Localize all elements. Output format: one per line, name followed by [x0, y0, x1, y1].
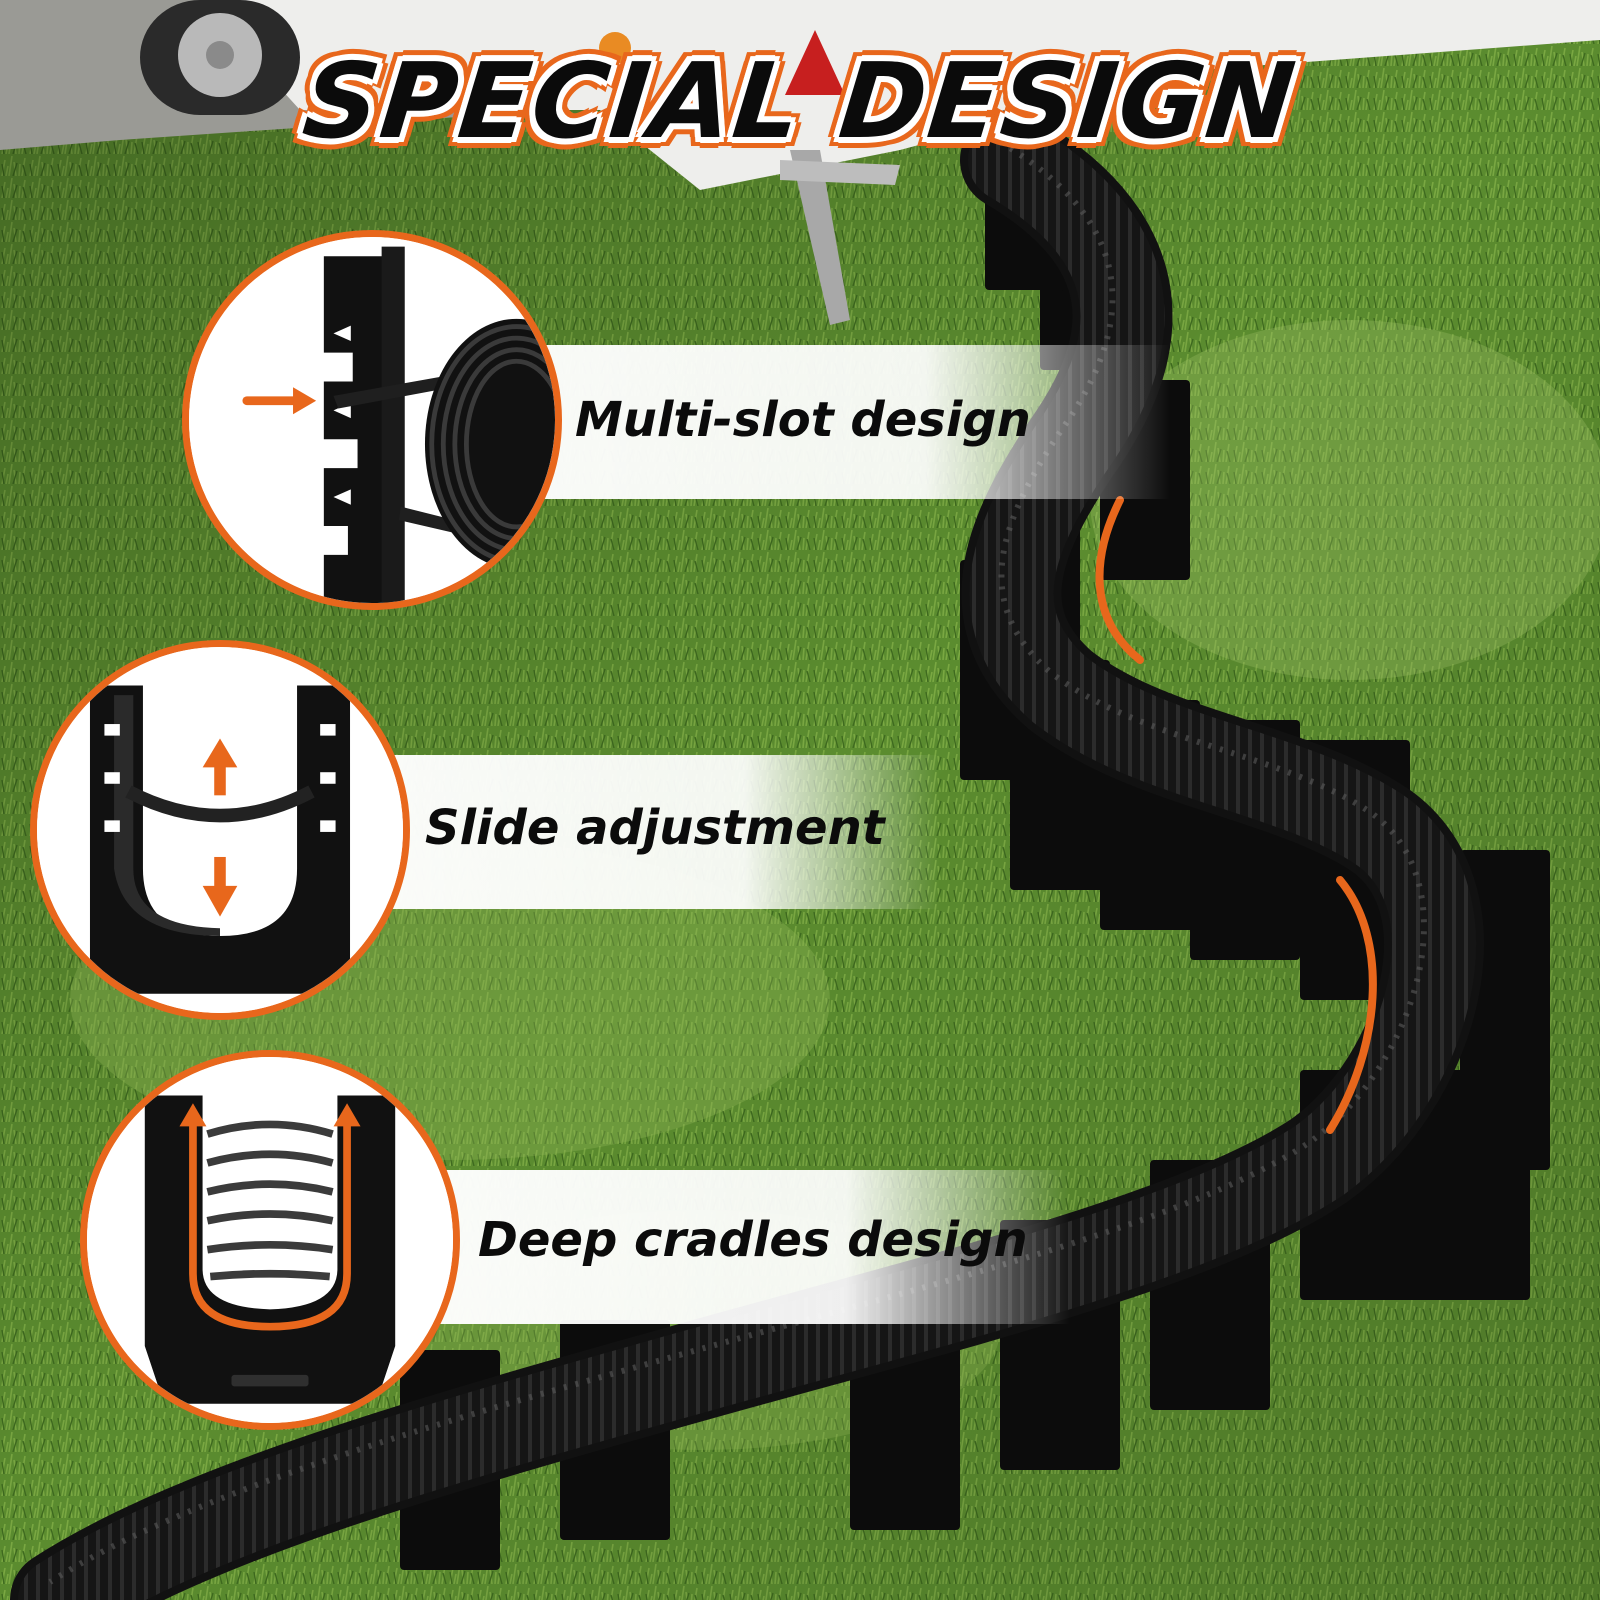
feature-label-multi-slot: Multi-slot design: [575, 392, 1031, 448]
page-title: SPECIAL DESIGN: [297, 40, 1303, 162]
feature-band-deep-cradle: [430, 1170, 1070, 1324]
feature-label-deep-cradle: Deep cradles design: [478, 1212, 1028, 1268]
feature-band-multi-slot: [470, 345, 1170, 499]
slide-adjust-icon: [37, 647, 403, 1013]
feature-circle-multi-slot: [182, 230, 562, 610]
feature-label-slide-adjust: Slide adjustment: [425, 800, 885, 856]
feature-circle-slide-adjust: [30, 640, 410, 1020]
feature-circle-deep-cradle: [80, 1050, 460, 1430]
feature-band-slide-adjust: [380, 755, 940, 909]
multi-slot-icon: [189, 237, 555, 603]
deep-cradle-icon: [87, 1057, 453, 1423]
